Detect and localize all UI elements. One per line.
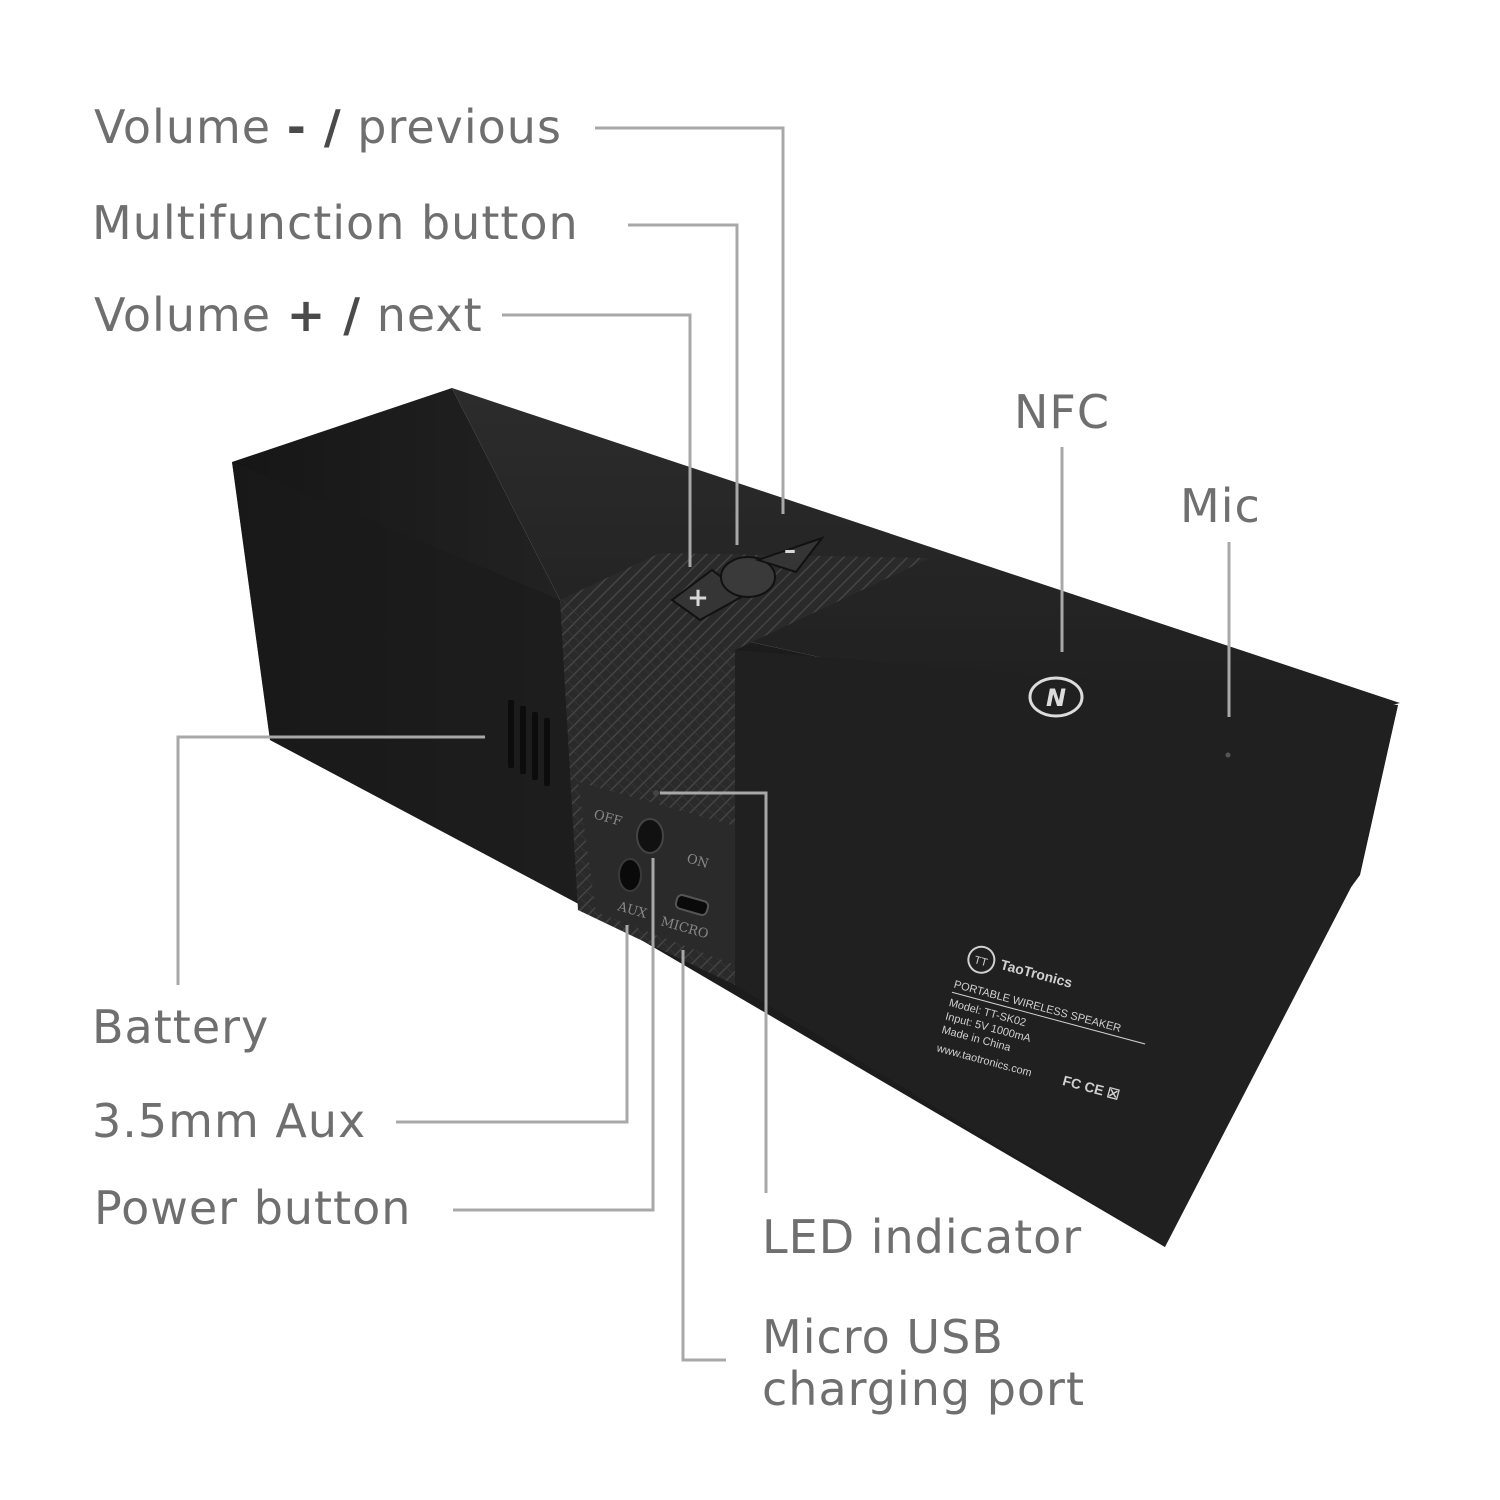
leader-lines — [176, 126, 1231, 1362]
svg-text:N: N — [1046, 684, 1066, 712]
label-power-button: Power button — [94, 1181, 412, 1235]
label-usb-line2: charging port — [762, 1362, 1085, 1416]
aux-port[interactable] — [618, 858, 642, 892]
port-panel: OFF ON AUX MICRO — [578, 782, 735, 965]
mic-hole — [1225, 752, 1231, 758]
grille-top — [560, 553, 930, 650]
micro-usb-port[interactable] — [674, 894, 710, 916]
label-usb-line1: Micro USB — [762, 1310, 1004, 1364]
label-on: ON — [685, 851, 710, 871]
brand-logo: TT — [973, 954, 989, 969]
label-led: LED indicator — [762, 1210, 1083, 1264]
label-multifunction: Multifunction button — [92, 196, 579, 250]
volume-minus-button — [754, 535, 825, 574]
right-front-face — [735, 650, 1398, 1247]
label-battery: Battery — [92, 1000, 270, 1054]
battery-vent — [508, 700, 550, 786]
minus-glyph: – — [784, 536, 796, 564]
led-indicator — [653, 790, 659, 796]
label-volume-minus: Volume - / previous — [94, 100, 562, 154]
plus-glyph: + — [687, 583, 709, 613]
label-aux: 3.5mm Aux — [92, 1094, 367, 1148]
label-nfc: NFC — [1014, 385, 1110, 439]
speaker-body — [232, 388, 1400, 1247]
multifunction-button — [720, 556, 776, 598]
label-mic: Mic — [1180, 479, 1261, 533]
power-switch[interactable] — [636, 818, 664, 854]
nfc-mark: N — [1028, 676, 1084, 718]
label-volume-plus: Volume + / next — [94, 288, 483, 342]
control-buttons[interactable]: + – — [670, 535, 825, 622]
